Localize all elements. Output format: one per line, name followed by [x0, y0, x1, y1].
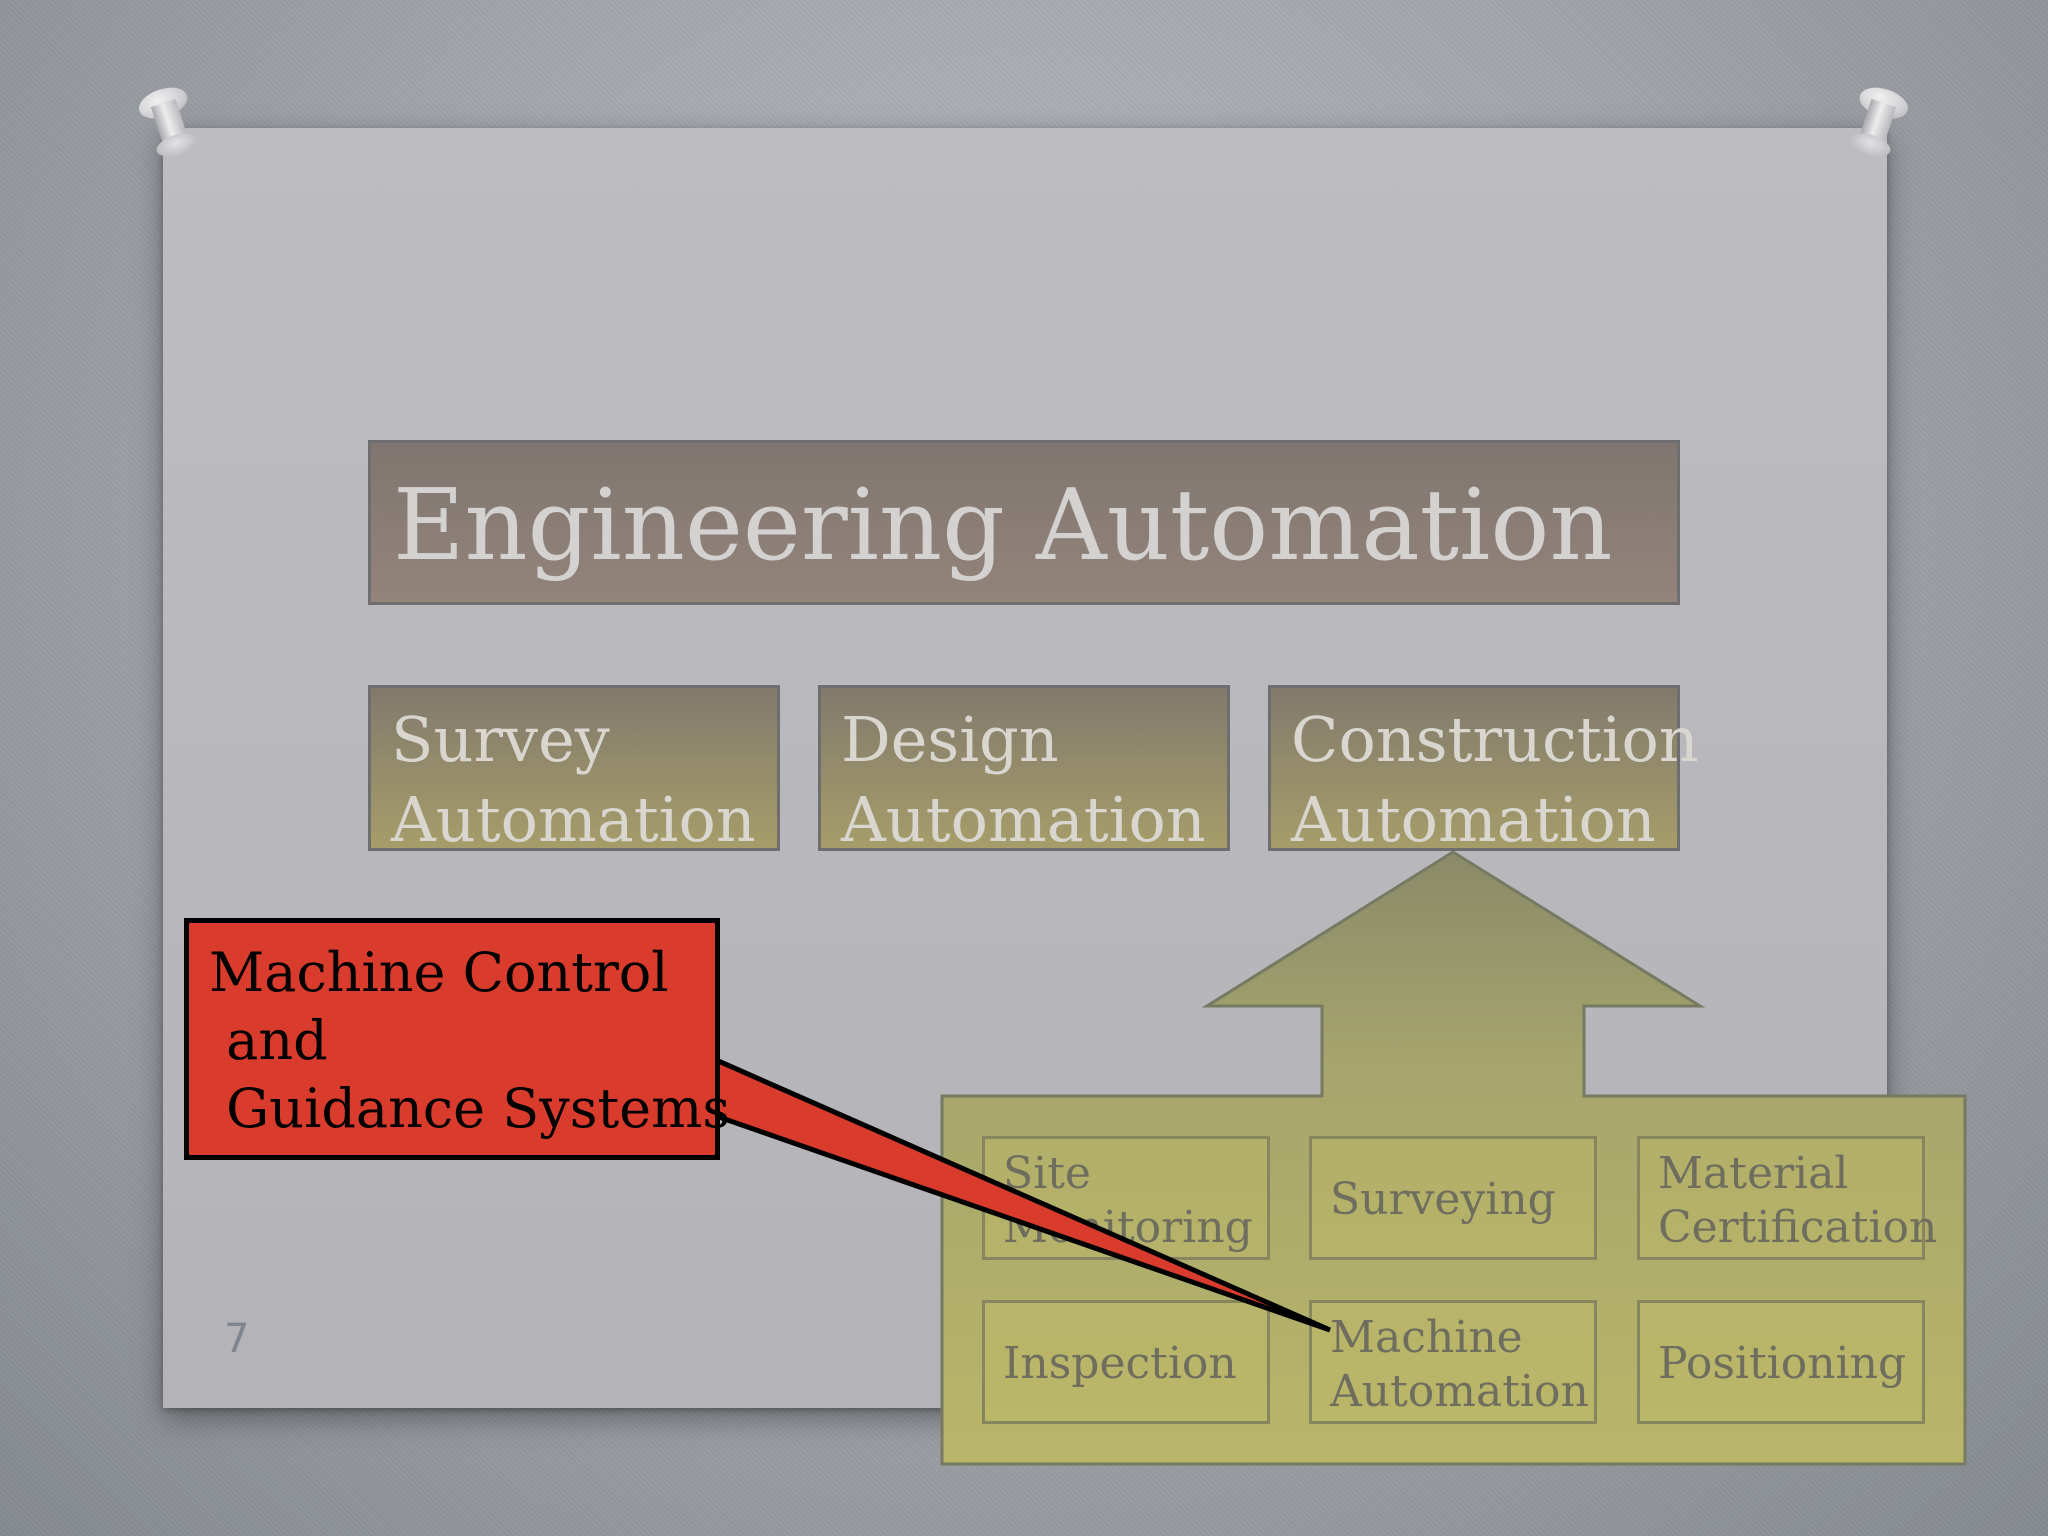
sub-item-positioning: Positioning [1637, 1300, 1925, 1424]
category-design-automation: Design Automation [818, 685, 1230, 856]
sub-item-material-certification: Material Certification [1637, 1136, 1937, 1260]
sub-item-label: Material Certification [1658, 1148, 1938, 1253]
callout-box: Machine Control and Guidance Systems [184, 918, 730, 1160]
category-survey-automation: Survey Automation [368, 685, 780, 856]
category-label: Construction Automation [1291, 703, 1699, 856]
sub-item-label: Positioning [1658, 1338, 1907, 1389]
callout-text: Machine Control and Guidance Systems [209, 941, 731, 1140]
sub-item-machine-automation: Machine Automation [1309, 1300, 1597, 1424]
sub-item-label: Inspection [1003, 1338, 1237, 1389]
category-label: Survey Automation [391, 703, 756, 856]
sub-item-label: Surveying [1330, 1174, 1556, 1225]
sub-item-inspection: Inspection [982, 1300, 1270, 1424]
page-number: 7 [224, 1316, 250, 1362]
category-construction-automation: Construction Automation [1268, 685, 1699, 856]
callout-pointer-shape [713, 1056, 1332, 1333]
arrow-shape [940, 850, 1967, 1466]
title-box: Engineering Automation [368, 440, 1680, 605]
sub-item-surveying: Surveying [1309, 1136, 1597, 1260]
category-label: Design Automation [841, 703, 1206, 856]
sub-item-label: Machine Automation [1330, 1312, 1589, 1417]
slide-title: Engineering Automation [393, 469, 1613, 583]
